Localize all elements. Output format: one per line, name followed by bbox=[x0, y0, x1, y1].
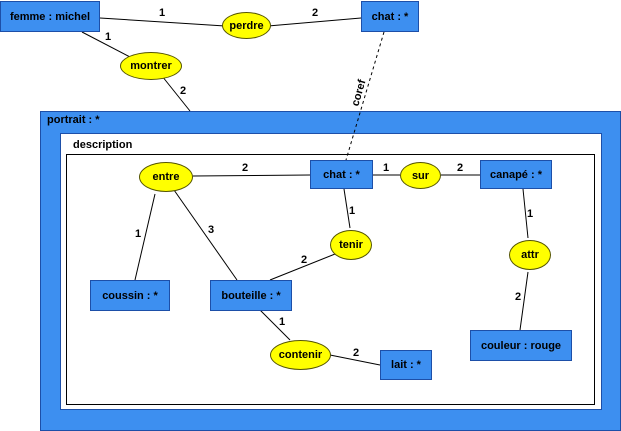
concept-coussin[interactable]: coussin : * bbox=[90, 280, 170, 311]
concept-lait[interactable]: lait : * bbox=[380, 350, 432, 380]
edge-label-canape-attr: 1 bbox=[526, 208, 534, 220]
relation-tenir[interactable]: tenir bbox=[330, 230, 372, 260]
edge-label-montrer-portrait: 2 bbox=[179, 85, 187, 97]
concept-canape[interactable]: canapé : * bbox=[480, 160, 552, 189]
edge-label-perdre-chat: 2 bbox=[311, 7, 319, 19]
edge-label-attr-couleur: 2 bbox=[514, 291, 522, 303]
edge-label-chat-tenir: 1 bbox=[348, 205, 356, 217]
relation-attr[interactable]: attr bbox=[509, 240, 551, 270]
edge-contenir-lait bbox=[329, 354, 381, 366]
edge-label-sur-canape: 2 bbox=[456, 162, 464, 174]
edge-attr-couleur bbox=[519, 271, 529, 331]
edge-label-femme-montrer: 1 bbox=[104, 31, 112, 43]
edge-tenir-bouteille bbox=[269, 253, 336, 281]
relation-sur[interactable]: sur bbox=[400, 162, 441, 189]
description-title: description bbox=[73, 139, 133, 151]
edge-canape-attr bbox=[522, 188, 529, 239]
edge-femme-montrer bbox=[81, 31, 131, 58]
concept-chat-top[interactable]: chat : * bbox=[361, 1, 419, 32]
edge-label-contenir-lait: 2 bbox=[352, 347, 360, 359]
edge-bouteille-contenir bbox=[259, 309, 291, 341]
edge-coref bbox=[345, 31, 385, 161]
concept-couleur-rouge[interactable]: couleur : rouge bbox=[470, 330, 572, 361]
edge-label-chat-sur: 1 bbox=[382, 162, 390, 174]
edge-entre-coussin bbox=[134, 193, 156, 281]
concept-femme-michel[interactable]: femme : michel bbox=[0, 1, 100, 32]
relation-entre[interactable]: entre bbox=[139, 162, 193, 192]
edge-femme-perdre bbox=[99, 17, 226, 27]
description-frame bbox=[66, 154, 595, 405]
relation-contenir[interactable]: contenir bbox=[270, 340, 331, 370]
edge-chat-tenir bbox=[343, 188, 351, 229]
concept-chat[interactable]: chat : * bbox=[310, 160, 373, 189]
edge-label-femme-perdre: 1 bbox=[158, 7, 166, 19]
portrait-context-title: portrait : * bbox=[47, 114, 100, 126]
edge-label-entre-bouteille: 3 bbox=[207, 224, 215, 236]
edge-montrer-portrait bbox=[161, 75, 191, 112]
edge-perdre-chat bbox=[267, 17, 362, 27]
relation-perdre[interactable]: perdre bbox=[222, 12, 271, 39]
edge-entre-chat bbox=[192, 174, 311, 177]
edge-label-tenir-bouteille: 2 bbox=[300, 254, 308, 266]
relation-montrer[interactable]: montrer bbox=[120, 52, 182, 80]
concept-bouteille[interactable]: bouteille : * bbox=[210, 280, 292, 311]
edge-entre-bouteille bbox=[173, 189, 238, 281]
edge-label-bouteille-contenir: 1 bbox=[278, 316, 286, 328]
edge-label-entre-chat: 2 bbox=[241, 162, 249, 174]
edge-label-entre-coussin: 1 bbox=[134, 228, 142, 240]
